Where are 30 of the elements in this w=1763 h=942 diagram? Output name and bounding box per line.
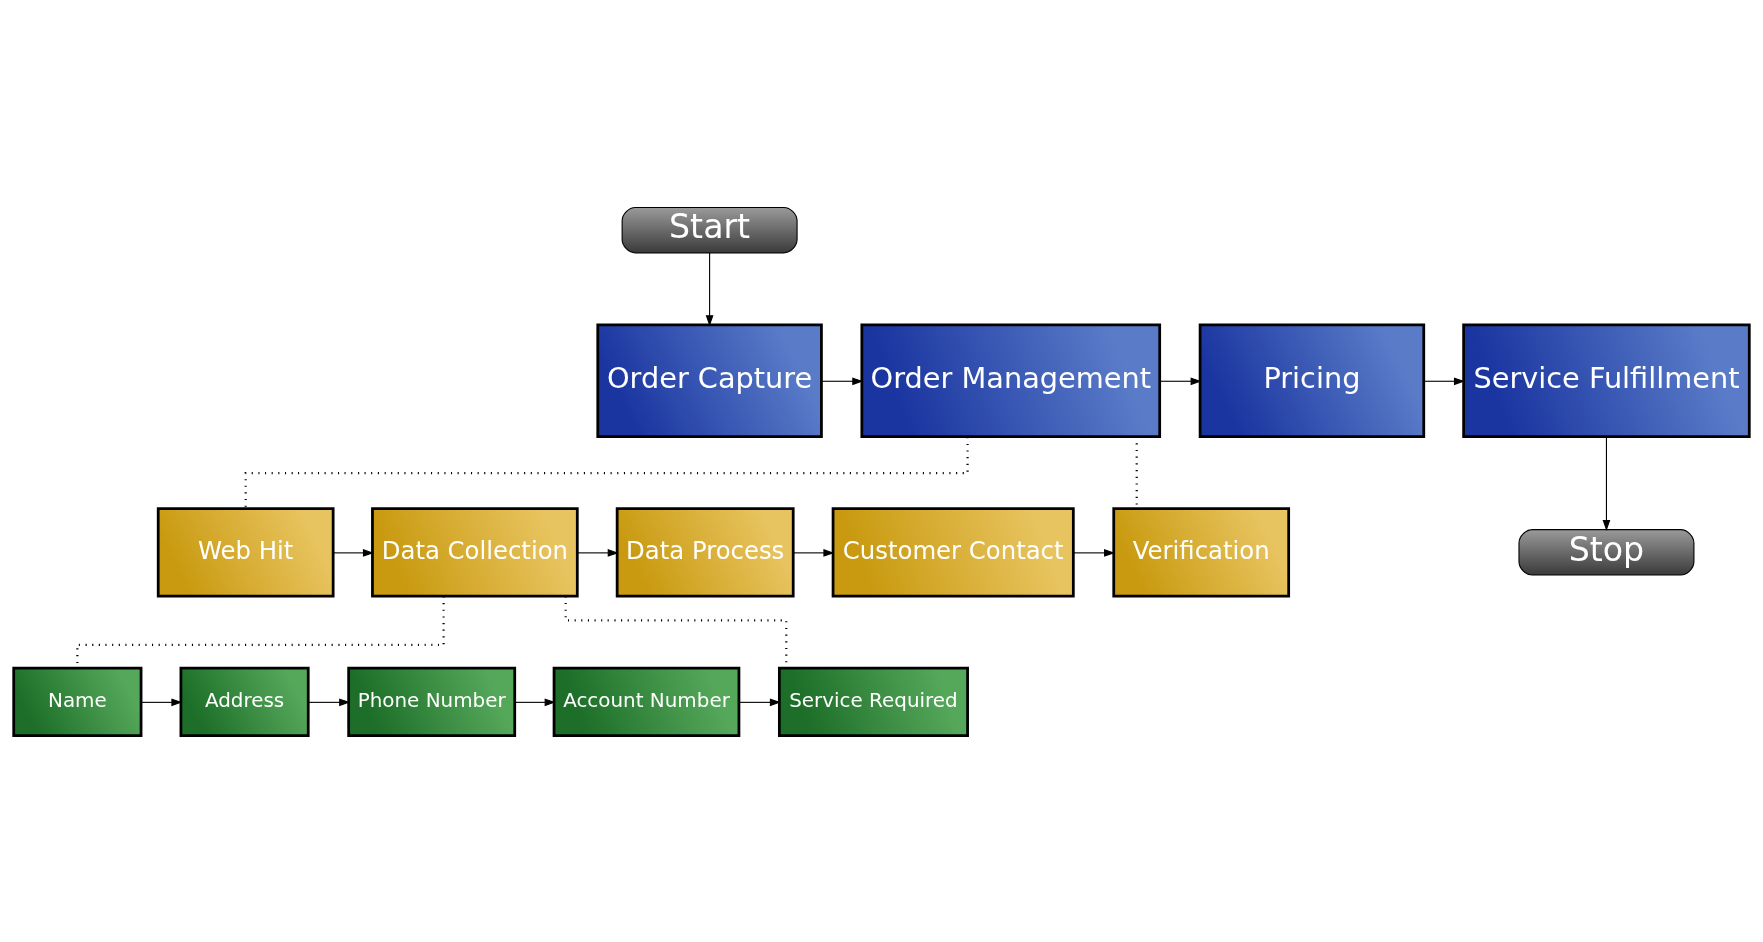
node-box: Order Management <box>860 322 1162 438</box>
arrow <box>705 251 714 326</box>
node-box: Account Number <box>552 666 741 737</box>
node-box: Data Process <box>615 506 795 597</box>
node-box: Phone Number <box>347 666 517 737</box>
arrow <box>307 697 351 706</box>
node-box: Stop <box>1518 528 1695 576</box>
node-box: Pricing <box>1198 322 1426 438</box>
node-box: Data Collection <box>371 506 579 597</box>
node-box: Verification <box>1112 506 1291 597</box>
node-box: Service Fulfillment <box>1462 322 1751 438</box>
node-box: Order Capture <box>596 322 823 438</box>
node-box: Address <box>179 666 310 737</box>
arrow <box>738 697 781 706</box>
arrow <box>332 548 375 557</box>
arrow <box>1159 376 1202 385</box>
arrow <box>577 548 619 557</box>
node-box: Customer Contact <box>831 506 1075 597</box>
arrow <box>1073 548 1116 557</box>
node-box: Service Required <box>777 666 969 737</box>
connector <box>244 436 969 509</box>
node-box: Web Hit <box>156 506 335 597</box>
node-box: Name <box>12 666 143 737</box>
arrow <box>792 548 835 557</box>
node-box: Start <box>621 206 798 253</box>
arrow <box>514 697 556 706</box>
arrow <box>140 697 183 706</box>
arrow <box>1423 376 1466 385</box>
arrow <box>821 376 864 385</box>
arrow <box>1602 435 1611 531</box>
